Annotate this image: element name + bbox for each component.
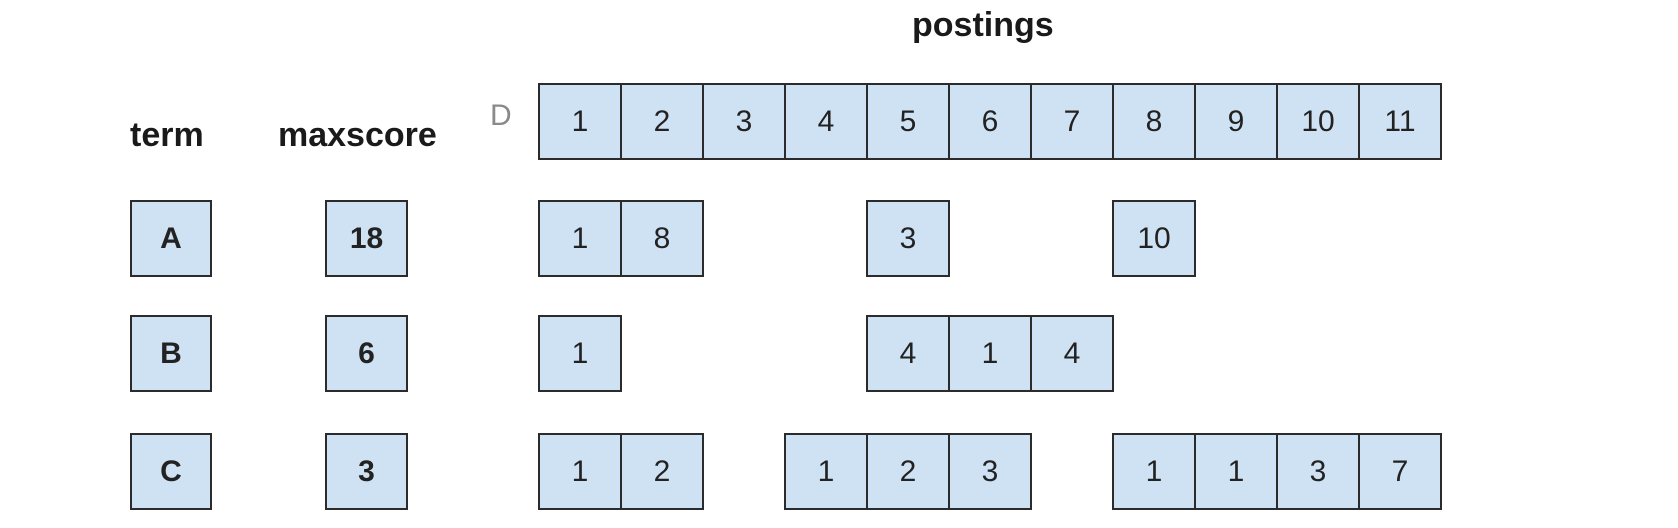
- doc-id-cell: 10: [1276, 83, 1360, 160]
- posting-score-cell: 1: [784, 433, 868, 510]
- term-cell: C: [130, 433, 212, 510]
- doc-id-cell: 8: [1112, 83, 1196, 160]
- postings-header: postings: [912, 6, 1054, 44]
- maxscore-cell: 18: [325, 200, 408, 277]
- doc-row-label: D: [490, 99, 512, 132]
- maxscore-header: maxscore: [278, 116, 437, 154]
- posting-score-cell: 1: [948, 315, 1032, 392]
- posting-score-cell: 8: [620, 200, 704, 277]
- maxscore-cell: 6: [325, 315, 408, 392]
- posting-score-cell: 3: [948, 433, 1032, 510]
- doc-id-cell: 6: [948, 83, 1032, 160]
- posting-score-cell: 1: [538, 315, 622, 392]
- posting-score-cell: 4: [866, 315, 950, 392]
- posting-score-cell: 3: [1276, 433, 1360, 510]
- posting-score-cell: 1: [538, 200, 622, 277]
- doc-id-cell: 3: [702, 83, 786, 160]
- posting-score-cell: 2: [866, 433, 950, 510]
- doc-id-cell: 5: [866, 83, 950, 160]
- doc-id-cell: 7: [1030, 83, 1114, 160]
- term-header: term: [130, 116, 204, 154]
- doc-id-cell: 9: [1194, 83, 1278, 160]
- doc-id-cell: 4: [784, 83, 868, 160]
- posting-score-cell: 3: [866, 200, 950, 277]
- doc-id-cell: 1: [538, 83, 622, 160]
- term-cell: B: [130, 315, 212, 392]
- term-cell: A: [130, 200, 212, 277]
- doc-id-cell: 2: [620, 83, 704, 160]
- posting-score-cell: 1: [1112, 433, 1196, 510]
- posting-score-cell: 10: [1112, 200, 1196, 277]
- maxscore-cell: 3: [325, 433, 408, 510]
- posting-score-cell: 7: [1358, 433, 1442, 510]
- posting-score-cell: 1: [1194, 433, 1278, 510]
- posting-score-cell: 2: [620, 433, 704, 510]
- posting-score-cell: 1: [538, 433, 622, 510]
- posting-score-cell: 4: [1030, 315, 1114, 392]
- doc-id-cell: 11: [1358, 83, 1442, 160]
